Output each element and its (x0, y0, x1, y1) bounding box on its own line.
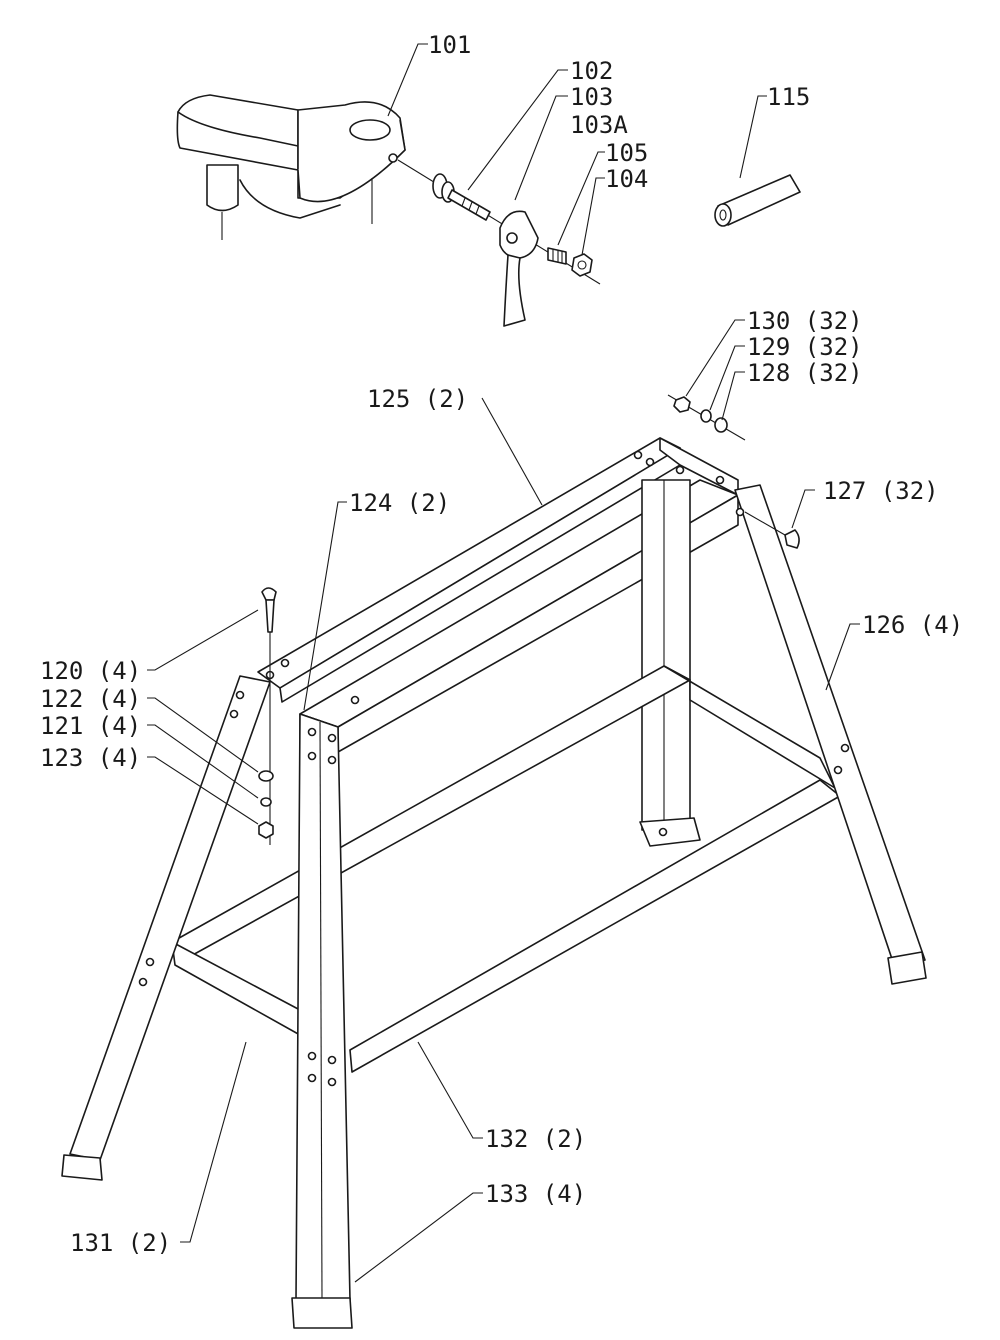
locking-bolt-102 (432, 173, 491, 221)
carriage-bolt-127 (744, 511, 800, 549)
callout-102: 102 (570, 57, 613, 85)
callout-131: 131 (2) (70, 1229, 171, 1257)
callout-101: 101 (428, 31, 471, 59)
callout-122: 122 (4) (40, 685, 141, 713)
callout-103a: 103A (570, 111, 628, 139)
leader-lines (147, 43, 860, 1283)
callout-105: 105 (605, 139, 648, 167)
tool-rest-body (176, 94, 406, 240)
nut-130 (673, 396, 691, 413)
callout-121: 121 (4) (40, 712, 141, 740)
callout-130: 130 (32) (747, 307, 863, 335)
callout-128: 128 (32) (747, 359, 863, 387)
washer-122 (258, 770, 274, 782)
callout-133: 133 (4) (485, 1180, 586, 1208)
callout-129: 129 (32) (747, 333, 863, 361)
callout-127: 127 (32) (823, 477, 939, 505)
callout-115: 115 (767, 83, 810, 111)
hex-nut-104 (571, 253, 593, 277)
leg-front (291, 713, 353, 1329)
leg-right (734, 484, 927, 985)
bolt-holes-top (265, 450, 745, 705)
callout-103: 103 (570, 83, 613, 111)
carriage-bolt-120 (261, 587, 277, 845)
callout-126: 126 (4) (862, 611, 963, 639)
washer-128 (714, 417, 728, 433)
callout-104: 104 (605, 165, 648, 193)
bottom-rail-right (663, 665, 836, 789)
callout-123: 123 (4) (40, 744, 141, 772)
handle-103 (499, 210, 539, 327)
callout-120: 120 (4) (40, 657, 141, 685)
callout-125: 125 (2) (367, 385, 468, 413)
callout-132: 132 (2) (485, 1125, 586, 1153)
callout-124: 124 (2) (349, 489, 450, 517)
leg-left (61, 675, 271, 1181)
spring-105 (547, 247, 567, 265)
lock-washer-121 (260, 797, 272, 807)
pin-115 (714, 174, 801, 227)
bottom-rail-left (171, 941, 301, 1036)
nut-123 (258, 821, 274, 839)
lock-washer-129 (700, 409, 712, 423)
callout-labels: 101 102 103 103A 105 104 115 130 (32) 12… (40, 31, 963, 1257)
back-leg-inner (639, 479, 701, 847)
